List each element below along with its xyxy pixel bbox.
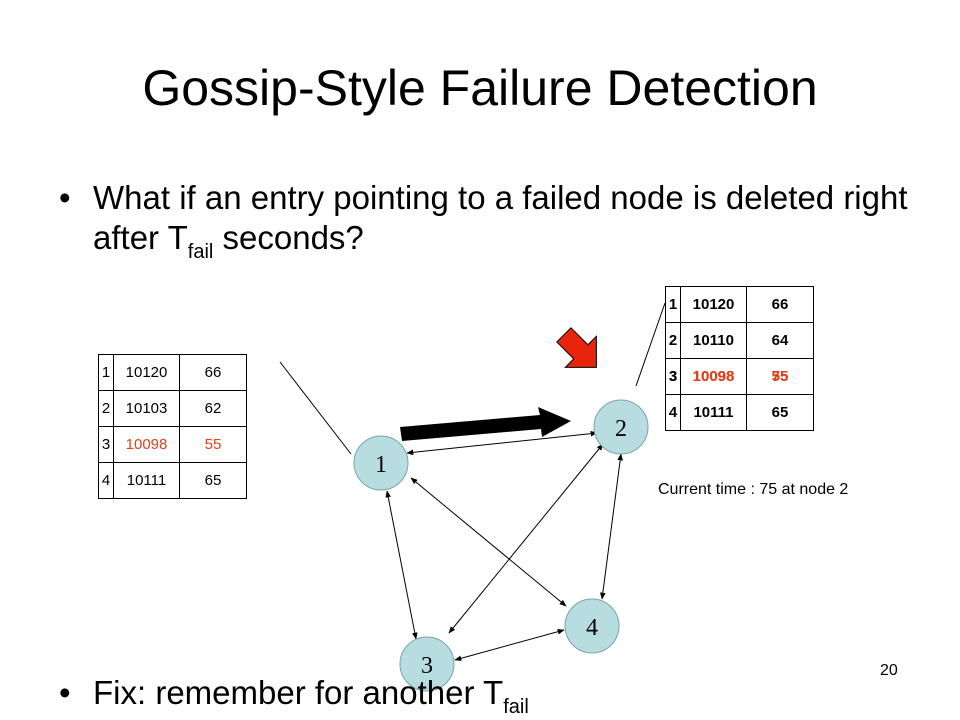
cell-value-overlay: 55 (771, 368, 789, 385)
node-1-label: 1 (375, 452, 387, 478)
table-row: 4 10111 65 (98, 462, 247, 499)
connector-right-table (635, 302, 666, 387)
table-row: 2 10103 62 (98, 390, 247, 427)
subscript-fail: fail (187, 241, 214, 263)
cell-value: 3 (668, 368, 678, 385)
table-cell: 2 (665, 322, 681, 359)
table-cell: 2 (98, 390, 114, 427)
bullet-question-text: What if an entry pointing to a failed no… (93, 179, 908, 256)
table-row: 3 10098 55 (98, 426, 247, 463)
bullet-dot: • (59, 179, 71, 216)
page-number: 20 (880, 662, 898, 679)
table-cell: 66 (746, 286, 814, 323)
table-cell: 10103 (113, 390, 180, 427)
edge-2-4 (600, 453, 623, 600)
slide-title: Gossip-Style Failure Detection (142, 60, 818, 116)
edge-3-4 (454, 628, 565, 662)
bullet-dot: • (59, 674, 71, 711)
table-cell: 10120 (680, 286, 747, 323)
subscript-fail: fail (503, 696, 529, 718)
edge-1-4 (410, 477, 567, 607)
node-1: 1 (353, 435, 409, 491)
table-cell: 62 (179, 390, 247, 427)
bullet-fix-text: Fix: remember for another T (93, 674, 504, 711)
cell-value-overlay: 10098 (692, 368, 735, 385)
gossip-arrow (400, 407, 571, 441)
node-2-label: 2 (615, 416, 627, 442)
current-time-note: Current time : 75 at node 2 (658, 481, 849, 498)
edge-2-3 (448, 443, 604, 634)
node-3: 3 (399, 636, 455, 692)
table-cell: 64 (746, 322, 814, 359)
table-cell: 3 (98, 426, 114, 463)
connector-left-table (279, 361, 352, 455)
table-cell: 1 (665, 286, 681, 323)
node-4: 4 (564, 598, 620, 654)
table-cell: 65 (179, 462, 247, 499)
table-row: 2 10110 64 (665, 322, 814, 359)
cell-value: 75 (771, 368, 789, 385)
table-row: 4 10111 65 (665, 394, 814, 431)
bullet-fix: • Fix: remember for another Tfail (59, 673, 793, 717)
table-cell-stale: 55 (179, 426, 247, 463)
table-cell: 1 (98, 354, 114, 391)
membership-table-node-1: 1 10120 66 2 10103 62 3 10098 55 4 10111… (98, 354, 247, 499)
table-cell: 4 (98, 462, 114, 499)
failure-pointer-icon (556, 327, 597, 368)
bullet-question: • What if an entry pointing to a failed … (59, 178, 913, 262)
table-cell: 10111 (680, 394, 747, 431)
table-cell-stale: 10098 (113, 426, 180, 463)
node-4-label: 4 (586, 615, 598, 641)
edge-1-2 (406, 430, 598, 456)
table-cell: 65 (746, 394, 814, 431)
node-2: 2 (593, 399, 649, 455)
table-cell: 10110 (680, 322, 747, 359)
table-cell: 4 (665, 394, 681, 431)
cell-value-overlay: 3 (668, 368, 678, 385)
table-cell: 10120 (113, 354, 180, 391)
node-3-label: 3 (421, 653, 433, 679)
bullet-question-tail: seconds? (213, 219, 364, 256)
table-cell: 66 (179, 354, 247, 391)
table-row: 1 10120 66 (665, 286, 814, 323)
table-row: 1 10120 66 (98, 354, 247, 391)
cell-value: 10098 (692, 368, 735, 385)
table-cell: 10111 (113, 462, 180, 499)
edge-1-3 (385, 490, 418, 640)
